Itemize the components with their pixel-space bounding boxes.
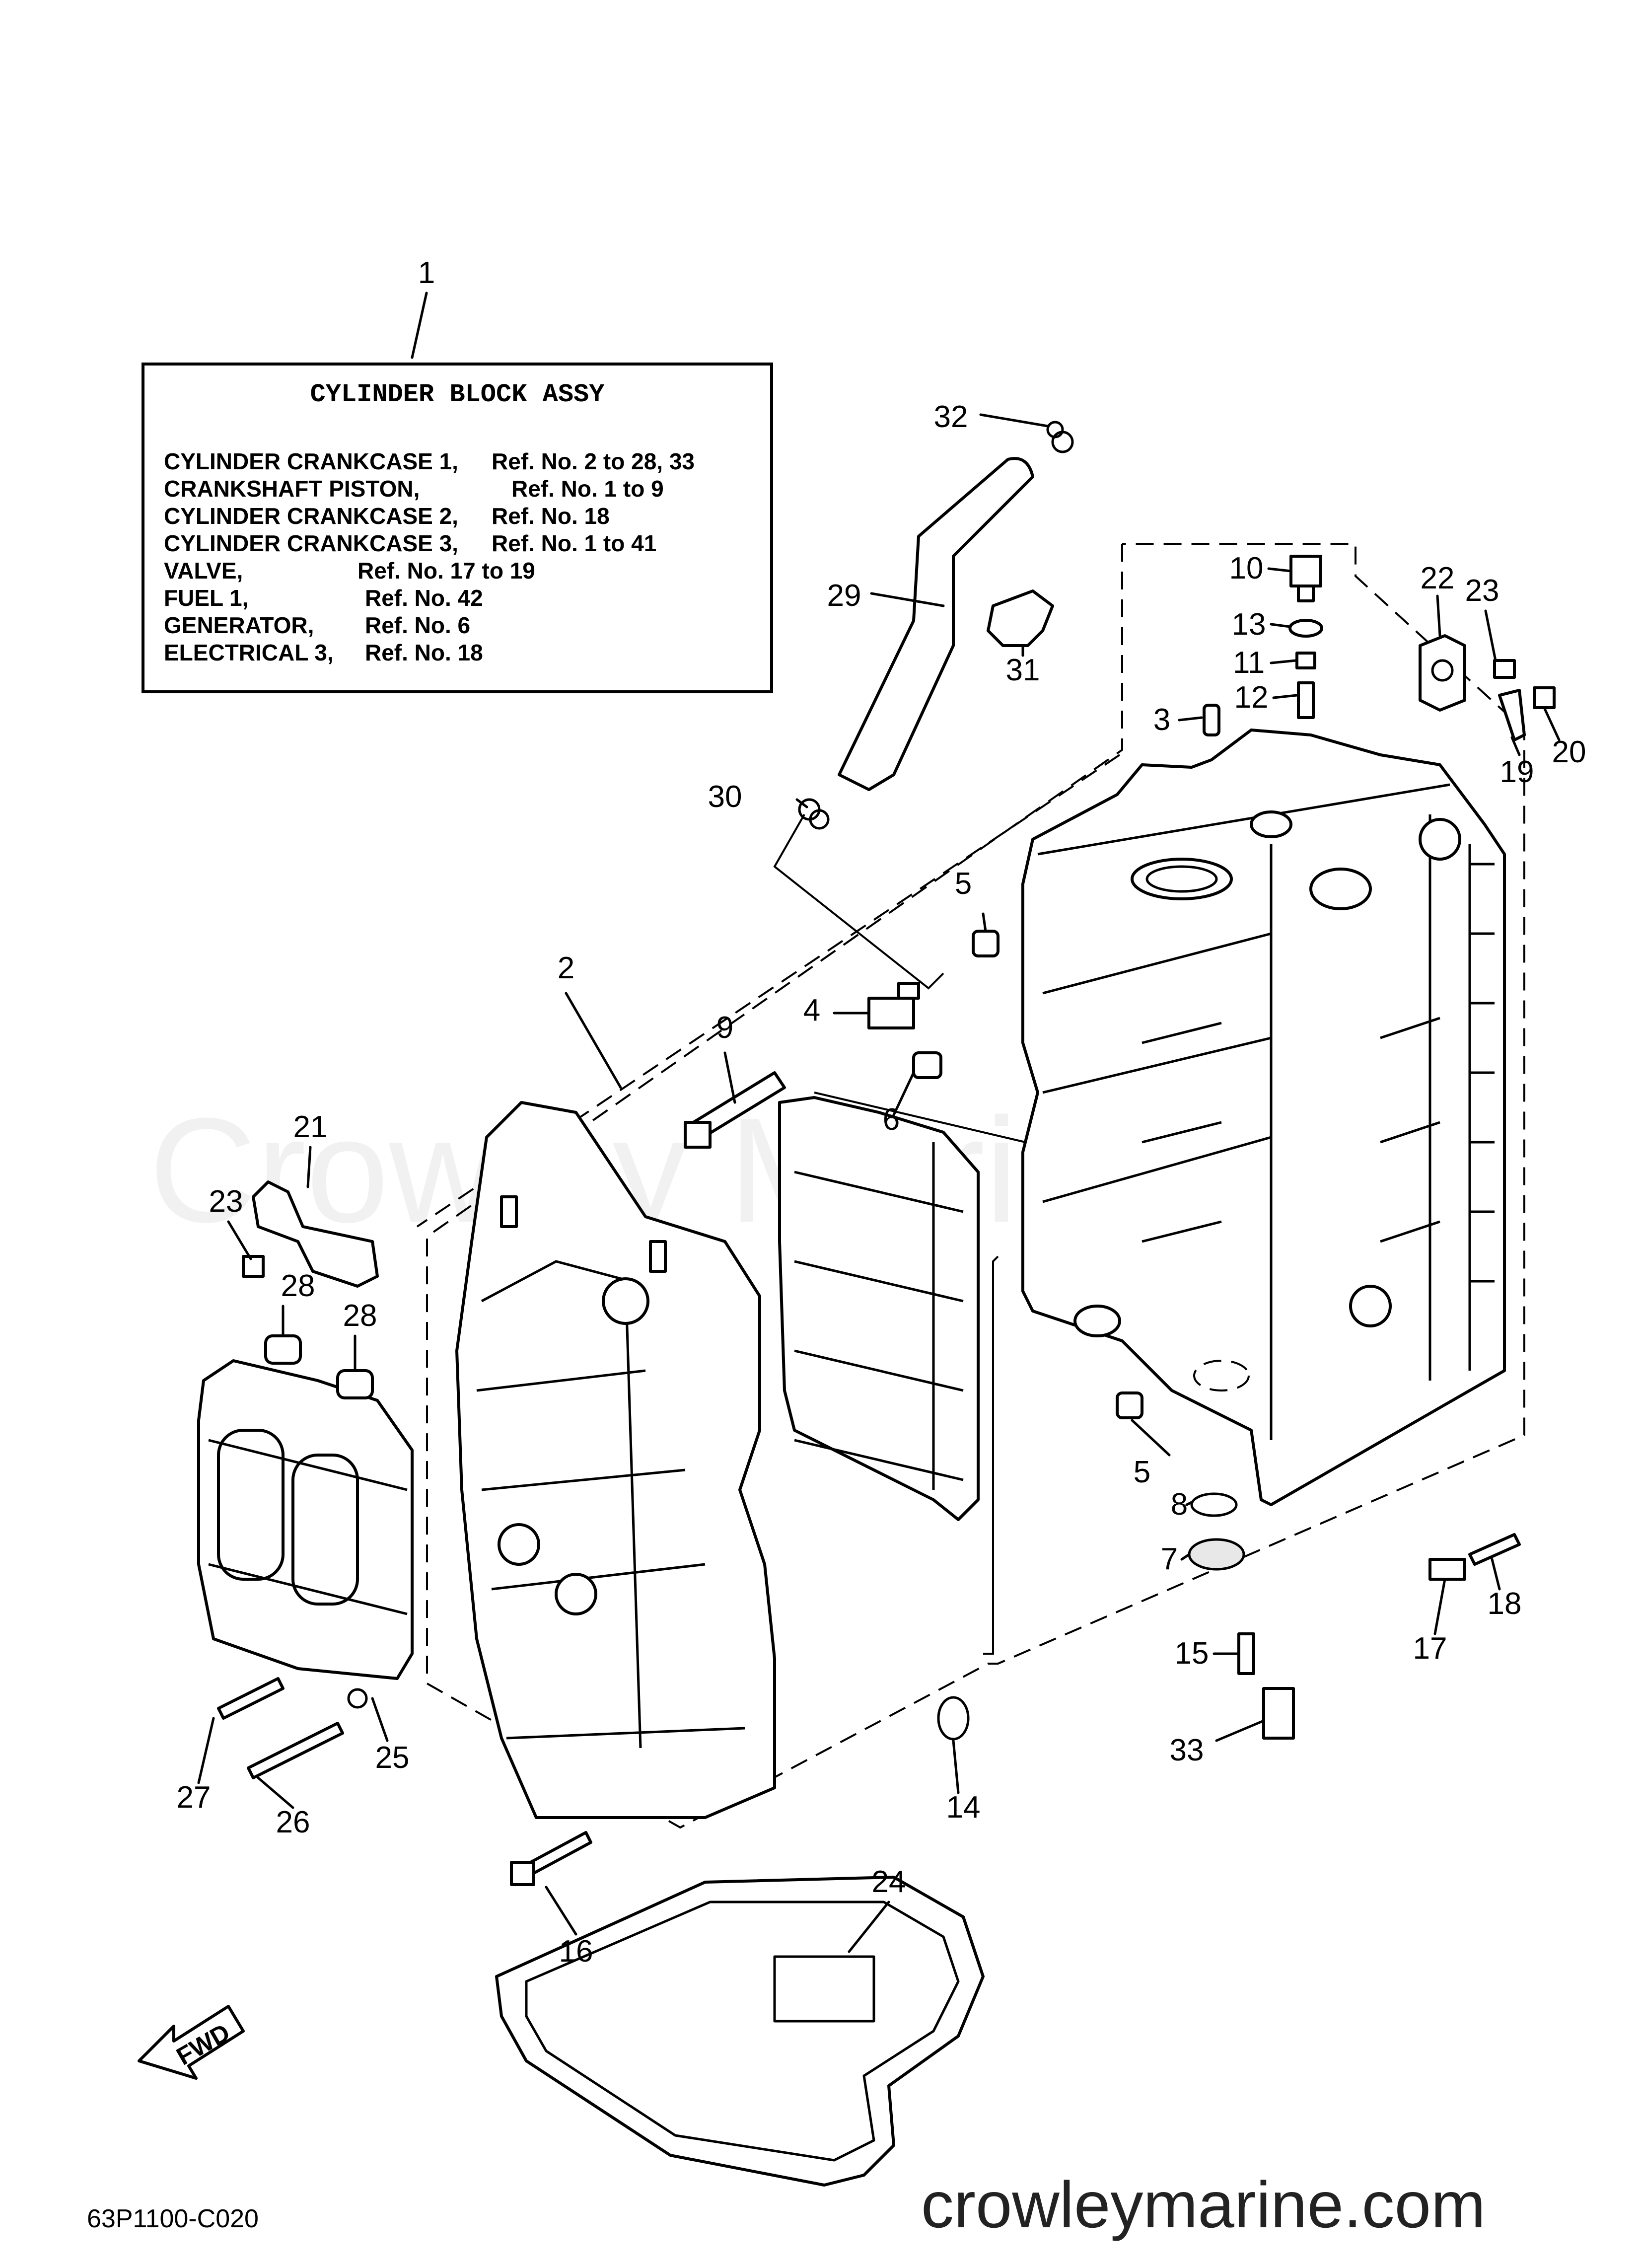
row-ref: Ref. No. 42 [365,585,483,611]
gasket [495,1876,985,2187]
callout-13: 13 [1232,607,1266,642]
callout-2: 2 [558,951,574,985]
row-name: VALVE, [164,558,243,584]
callout-14: 14 [946,1790,981,1825]
row-name: CYLINDER CRANKCASE 1, [164,448,458,474]
callout-28-right: 28 [343,1299,377,1333]
ignition-coil-assembly [197,1180,414,1680]
callout-9: 9 [716,1011,733,1045]
callout-5-upper: 5 [955,867,972,901]
assembly-info-box: CYLINDER BLOCK ASSY CYLINDER CRANKCASE 1… [142,363,773,693]
row-name: GENERATOR, [164,612,314,638]
callout-1: 1 [418,256,435,290]
callout-20: 20 [1552,735,1586,769]
callout-26: 26 [276,1805,310,1839]
callout-24: 24 [872,1865,906,1899]
callout-18: 18 [1488,1587,1522,1621]
callout-22: 22 [1421,561,1455,595]
exhaust-cover-plate [778,1096,980,1521]
callout-5-lower: 5 [1134,1455,1150,1489]
row-ref: Ref. No. 1 to 9 [511,476,664,502]
diagram-code: 63P1100-C020 [87,2204,259,2233]
row-ref: Ref. No. 1 to 41 [492,530,656,556]
callout-6: 6 [883,1102,900,1137]
row-name: FUEL 1, [164,585,248,611]
row-ref: Ref. No. 18 [365,640,483,665]
callout-labels: 1 2 3 4 5 5 6 7 8 9 10 11 12 13 14 15 16… [177,256,1586,1969]
cylinder-block [1021,729,1506,1506]
row-ref: Ref. No. 17 to 19 [357,558,535,584]
row-ref: Ref. No. 2 to 28, 33 [492,448,695,474]
callout-32: 32 [934,400,968,434]
row-name: CRANKSHAFT PISTON, [164,476,420,502]
callout-11: 11 [1233,646,1265,680]
callout-7: 7 [1161,1542,1178,1576]
callout-28-left: 28 [281,1269,315,1303]
site-label: crowleymarine.com [921,2168,1486,2241]
leader-lines [197,292,1561,1953]
row-name: CYLINDER CRANKCASE 3, [164,530,458,556]
callout-15: 15 [1175,1636,1209,1671]
assembly-box-title: CYLINDER BLOCK ASSY [310,380,605,409]
callout-10: 10 [1229,551,1264,585]
callout-3: 3 [1153,703,1170,737]
assembly-box-rows: CYLINDER CRANKCASE 1, Ref. No. 2 to 28, … [164,448,695,665]
row-ref: Ref. No. 6 [365,612,470,638]
row-ref: Ref. No. 18 [492,503,610,529]
callout-21: 21 [293,1110,328,1144]
callout-27: 27 [177,1780,211,1815]
callout-8: 8 [1171,1487,1188,1522]
crankcase-half [455,1101,776,1819]
callout-12: 12 [1234,680,1269,715]
callout-16: 16 [559,1934,593,1969]
callout-29: 29 [827,579,861,613]
callout-30: 30 [708,780,742,814]
row-name: ELECTRICAL 3, [164,640,334,665]
callout-33: 33 [1170,1733,1204,1767]
callout-23-right: 23 [1465,574,1499,608]
callout-19: 19 [1500,755,1534,789]
callout-25: 25 [375,1741,410,1775]
row-name: CYLINDER CRANKCASE 2, [164,503,458,529]
callout-4: 4 [803,993,820,1027]
callout-17: 17 [1413,1631,1447,1666]
forward-arrow-icon: FWD [138,2005,245,2080]
callout-31: 31 [1006,653,1040,687]
callout-23-left: 23 [209,1184,243,1219]
